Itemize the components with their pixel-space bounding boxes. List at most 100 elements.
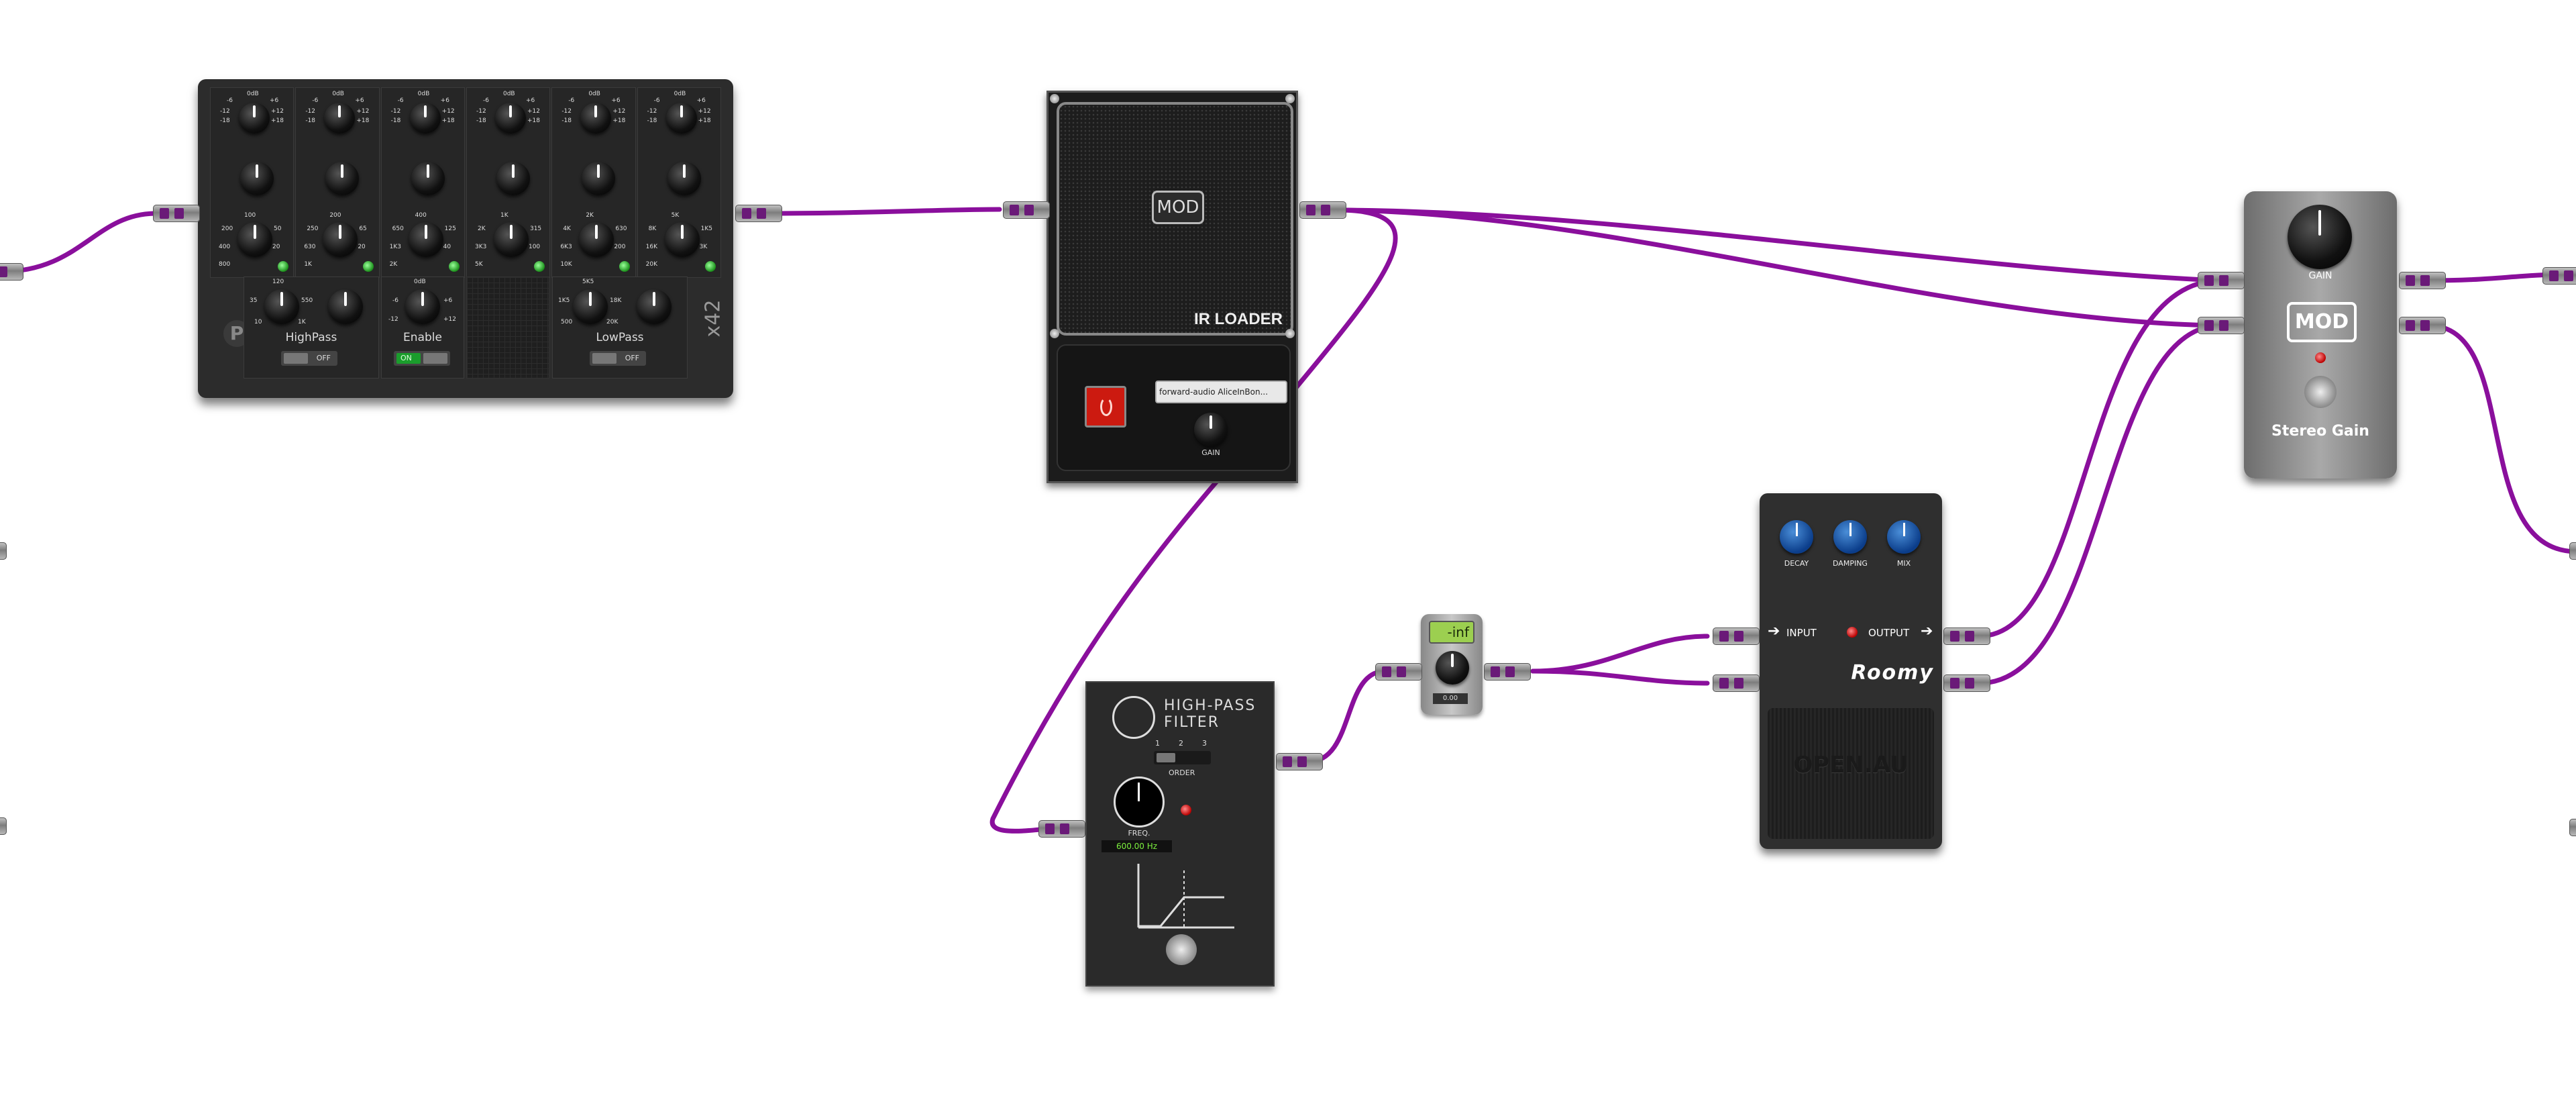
band-gain-knob[interactable] <box>665 103 697 134</box>
cable[interactable] <box>2426 323 2576 554</box>
ir-loader-plugin[interactable]: MOD IR LOADER forward-audio AliceInBon..… <box>1046 91 1298 483</box>
cable[interactable] <box>1329 207 2223 328</box>
bypass-switch[interactable] <box>1085 386 1126 428</box>
stereo-gain-output-jack[interactable] <box>2399 272 2446 289</box>
lowpass-section: 5K5 1K5 18K 500 20K LowPass OFF <box>552 277 688 379</box>
band-freq-knob[interactable] <box>493 222 529 257</box>
cable[interactable] <box>767 207 1002 216</box>
band-freq-knob[interactable] <box>323 222 358 257</box>
scale-label: -6 <box>227 97 233 104</box>
highpass-q-knob[interactable] <box>328 289 363 324</box>
roomy-input-jack[interactable] <box>1713 628 1760 645</box>
system-input-jack[interactable] <box>0 542 7 560</box>
hpf-input-jack[interactable] <box>1038 820 1085 838</box>
footswitch[interactable] <box>1166 934 1197 965</box>
scale-label: 0dB <box>332 91 344 97</box>
cable[interactable] <box>1530 668 1710 686</box>
output-label: OUTPUT <box>1868 627 1910 639</box>
order-option: 2 <box>1179 739 1183 748</box>
plugin-name: Stereo Gain <box>2271 423 2369 440</box>
hpf-output-jack[interactable] <box>1276 753 1323 770</box>
band-q-knob[interactable] <box>411 162 445 195</box>
band-enable-led[interactable] <box>363 261 374 272</box>
band-enable-led[interactable] <box>619 261 631 272</box>
freq-knob[interactable] <box>1114 776 1165 827</box>
band-q-knob[interactable] <box>667 162 701 195</box>
scale-label: -18 <box>220 117 230 124</box>
system-output-jack[interactable] <box>2569 819 2576 836</box>
scale-label: 0dB <box>588 91 600 97</box>
input-arrow-icon: ➔ <box>1768 623 1780 640</box>
eq-input-jack[interactable] <box>153 205 200 222</box>
system-output-jack[interactable] <box>2542 267 2576 285</box>
ir-gain-knob[interactable] <box>1194 413 1228 446</box>
highpass-toggle[interactable]: OFF <box>281 351 337 366</box>
band-gain-knob[interactable] <box>409 103 441 134</box>
meter-small-readout: 0.00 <box>1433 693 1468 704</box>
stereo-gain-input-jack[interactable] <box>2198 317 2245 334</box>
band-q-knob[interactable] <box>240 162 274 195</box>
stereo-gain-input-jack[interactable] <box>2198 272 2245 289</box>
scale-label: 20 <box>358 244 366 250</box>
band-q-knob[interactable] <box>582 162 616 195</box>
band-q-knob[interactable] <box>496 162 530 195</box>
meter-output-jack[interactable] <box>1484 663 1531 681</box>
cable[interactable] <box>0 211 157 274</box>
system-output-jack[interactable] <box>2569 542 2576 560</box>
band-enable-led[interactable] <box>278 261 288 272</box>
highpass-freq-knob[interactable] <box>264 289 299 324</box>
cable[interactable] <box>989 207 1398 834</box>
cable[interactable] <box>1976 323 2223 686</box>
output-gain-knob[interactable] <box>405 289 440 324</box>
scale-label: -6 <box>312 97 319 104</box>
eq-output-jack[interactable] <box>735 205 782 222</box>
band-freq-knob[interactable] <box>579 222 614 257</box>
band-enable-led[interactable] <box>533 261 545 272</box>
footswitch[interactable] <box>2304 376 2337 408</box>
ir-input-jack[interactable] <box>1003 201 1050 219</box>
band-gain-knob[interactable] <box>324 103 356 134</box>
enable-toggle[interactable]: ON <box>394 351 450 366</box>
band-q-knob[interactable] <box>325 162 360 195</box>
lowpass-toggle[interactable]: OFF <box>590 351 646 366</box>
highpass-filter-plugin[interactable]: HIGH-PASS FILTER 1 2 3 ORDER FREQ. 600.0… <box>1085 681 1275 987</box>
cable[interactable] <box>1329 207 2223 283</box>
band-freq-knob[interactable] <box>237 222 272 257</box>
roomy-output-jack[interactable] <box>1943 674 1990 692</box>
band-gain-knob[interactable] <box>580 103 612 134</box>
order-switch[interactable]: 1 2 3 ORDER <box>1154 738 1211 778</box>
system-input-jack[interactable] <box>0 263 23 281</box>
roomy-knob-decay[interactable] <box>1780 520 1813 554</box>
scale-label: 3K <box>699 244 708 250</box>
highpass-label: HighPass <box>285 331 337 344</box>
band-gain-knob[interactable] <box>239 103 270 134</box>
stereo-gain-knob[interactable] <box>2288 205 2352 269</box>
lowpass-freq-knob[interactable] <box>573 289 608 324</box>
band-enable-led[interactable] <box>448 261 460 272</box>
roomy-output-jack[interactable] <box>1943 628 1990 645</box>
lowpass-q-knob[interactable] <box>637 289 672 324</box>
ir-file-select[interactable]: forward-audio AliceInBon... <box>1155 381 1287 403</box>
stereo-gain-output-jack[interactable] <box>2399 317 2446 334</box>
band-enable-led[interactable] <box>704 261 716 272</box>
band-freq-knob[interactable] <box>664 222 700 257</box>
roomy-knob-mix[interactable] <box>1887 520 1921 554</box>
lowpass-label: LowPass <box>596 331 644 344</box>
level-meter-plugin[interactable]: -inf 0.00 <box>1421 614 1483 715</box>
scale-label: 500 <box>561 319 573 325</box>
cable[interactable] <box>1305 668 1388 764</box>
roomy-knob-damping[interactable] <box>1833 520 1867 554</box>
band-gain-knob[interactable] <box>494 103 526 134</box>
band-freq-knob[interactable] <box>408 222 443 257</box>
stereo-gain-plugin[interactable]: GAIN MOD Stereo Gain <box>2244 191 2397 479</box>
roomy-input-jack[interactable] <box>1713 674 1760 692</box>
meter-knob[interactable] <box>1436 651 1469 685</box>
ir-output-jack[interactable] <box>1299 201 1346 219</box>
cable[interactable] <box>1976 278 2223 639</box>
system-input-jack[interactable] <box>0 817 7 835</box>
meter-input-jack[interactable] <box>1375 663 1422 681</box>
cable[interactable] <box>1530 634 1710 674</box>
footswitch-pad[interactable]: OPEN.AU <box>1768 708 1934 839</box>
